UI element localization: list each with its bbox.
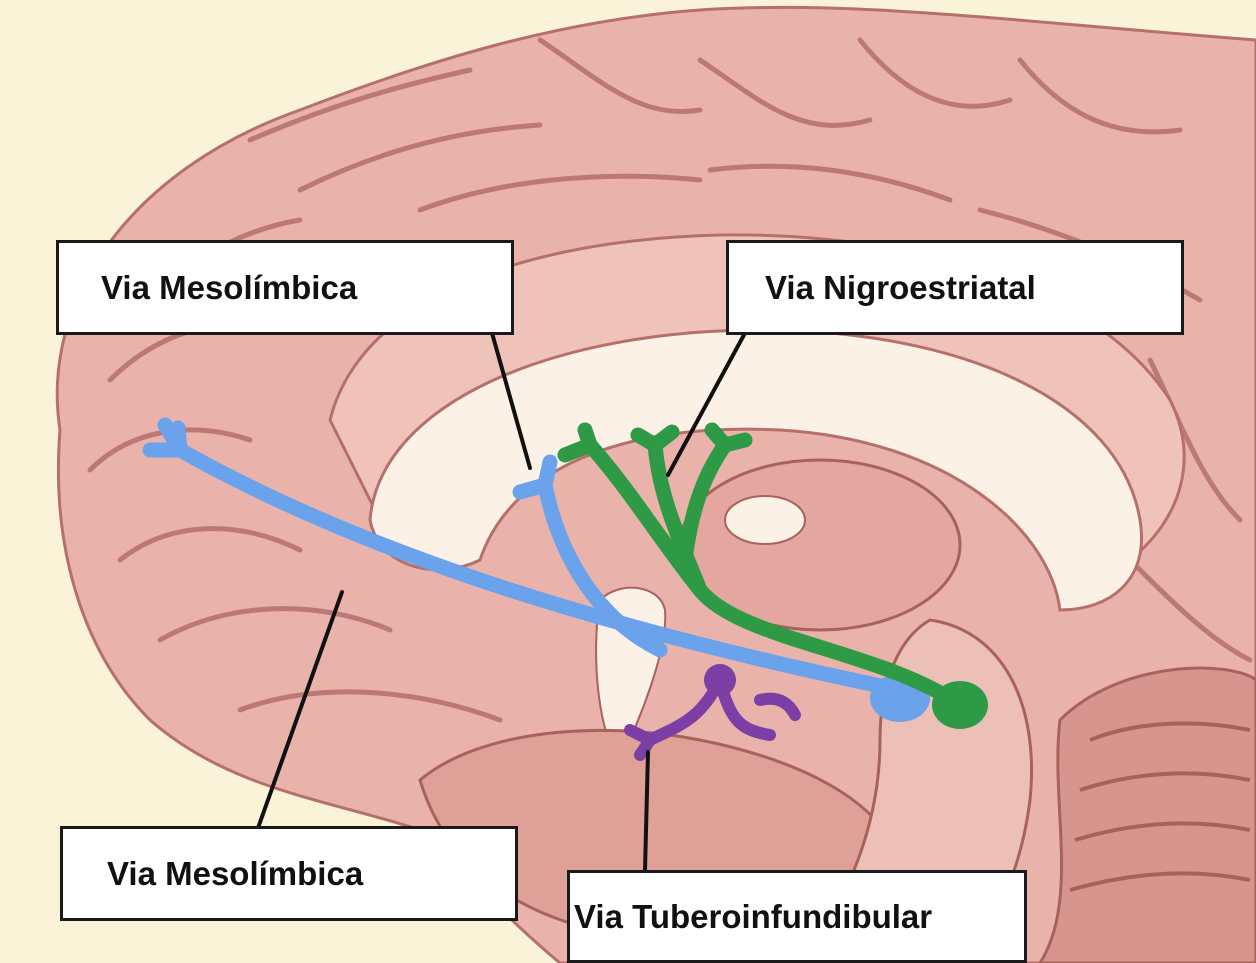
substantia-nigra [932,681,988,729]
label-mesolimbic-top: Via Mesolímbica [56,240,514,335]
label-nigrostriatal: Via Nigroestriatal [726,240,1184,335]
arcuate-nucleus [704,664,736,696]
label-nigrostriatal-text: Via Nigroestriatal [765,269,1036,307]
label-mesolimbic-bottom-text: Via Mesolímbica [107,855,363,893]
interthalamic-adhesion [725,496,805,544]
label-tuberoinfundibular: Via Tuberoinfundibular [567,870,1027,963]
label-mesolimbic-bottom: Via Mesolímbica [60,826,518,921]
cerebellum [1040,668,1256,963]
label-mesolimbic-top-text: Via Mesolímbica [101,269,357,307]
label-tuberoinfundibular-text: Via Tuberoinfundibular [574,898,932,936]
